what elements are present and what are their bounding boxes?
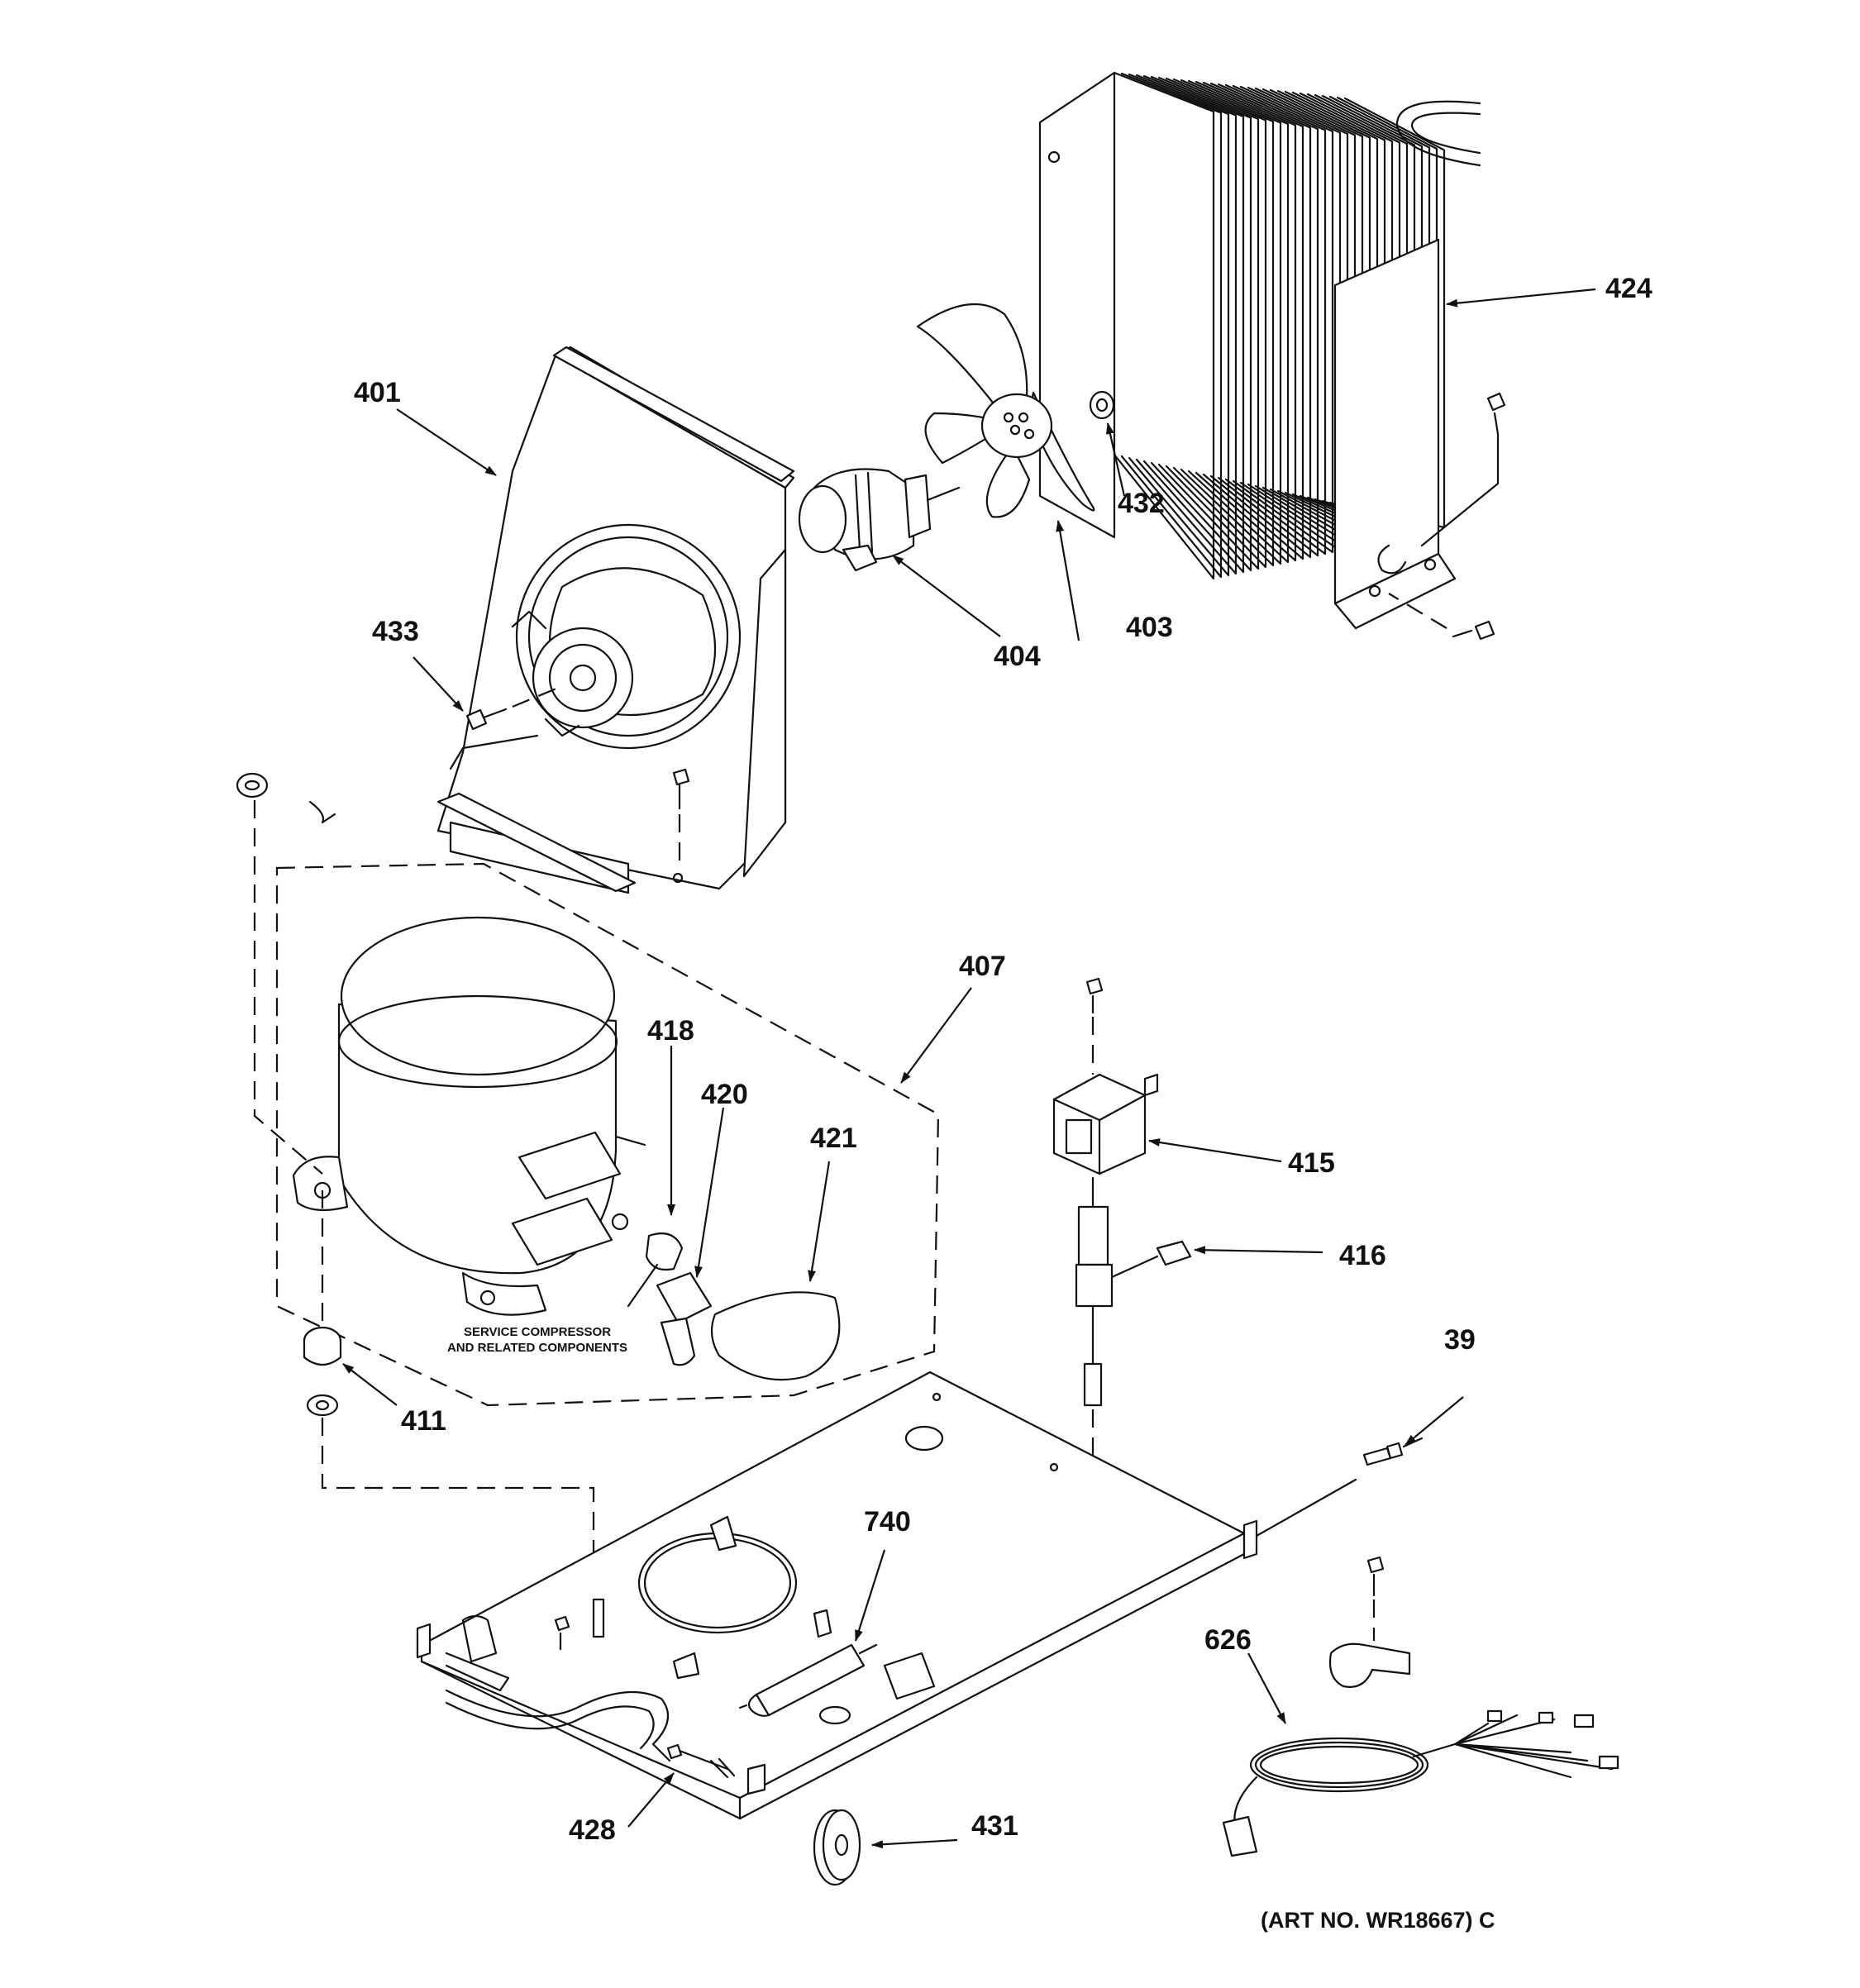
service-compressor-outline: [275, 862, 940, 1407]
callout-433: 433: [372, 616, 419, 647]
screw-valve: [1085, 977, 1104, 1075]
relay-cover-part-421: [710, 1291, 841, 1381]
washer-part-432: [1089, 390, 1115, 420]
service-compressor-note: SERVICE COMPRESSOR AND RELATED COMPONENT…: [426, 1324, 649, 1356]
callout-411: 411: [401, 1405, 446, 1437]
callout-415: 415: [1288, 1147, 1335, 1179]
grommet-part-411: [303, 1326, 342, 1417]
condenser-fin: [1150, 75, 1252, 572]
drier-part-740: [738, 1643, 878, 1717]
condenser-fin: [1209, 82, 1312, 559]
condenser-fin: [1202, 81, 1304, 560]
condenser-fin: [1157, 76, 1260, 570]
callout-403: 403: [1126, 612, 1173, 643]
condenser-fin: [1165, 77, 1267, 569]
callout-39: 39: [1444, 1324, 1476, 1356]
callout-431: 431: [971, 1810, 1018, 1842]
callout-407: 407: [959, 951, 1006, 982]
callout-418: 418: [647, 1015, 694, 1046]
base-pan: [416, 1371, 1258, 1820]
callout-626: 626: [1204, 1624, 1252, 1656]
condenser-fin: [1195, 80, 1297, 562]
condenser-fin: [1232, 84, 1334, 554]
solenoid-part-415: [1052, 1073, 1159, 1175]
wheel-part-431: [813, 1809, 861, 1886]
cord-clamp: [1328, 1556, 1411, 1688]
mount-line-left: [253, 800, 323, 1175]
condenser-fin: [1120, 72, 1223, 579]
callout-416: 416: [1339, 1240, 1386, 1271]
fan-motor-part-404: [798, 468, 961, 572]
condenser-fin: [1128, 73, 1230, 577]
screw-condenser-top: [1420, 392, 1506, 547]
condenser-fin: [1187, 79, 1290, 564]
screw-433: [465, 684, 563, 731]
condenser-fin: [1113, 71, 1215, 580]
callout-428: 428: [569, 1814, 616, 1846]
leveling-leg-part-428: [666, 1743, 766, 1795]
screw-part-39: [1255, 1437, 1424, 1537]
leader-lines: [342, 288, 1596, 1849]
art-number: (ART NO. WR18667) C: [1261, 1908, 1495, 1933]
callout-740: 740: [864, 1506, 911, 1537]
screw-condenser-bottom: [1388, 593, 1495, 641]
callout-432: 432: [1118, 488, 1165, 519]
mount-line-bottom: [321, 1418, 595, 1595]
shroud-bottom-strip: [436, 792, 637, 893]
callout-401: 401: [354, 377, 401, 408]
base-cable: [445, 1689, 671, 1762]
condenser-fin: [1135, 74, 1238, 575]
relay-part-420: [656, 1271, 713, 1366]
valve-body: [909, 1176, 1114, 1621]
callout-420: 420: [701, 1079, 748, 1110]
fan-blade-part-403: [916, 303, 1095, 518]
condenser-fin: [1217, 83, 1319, 557]
compressor: [292, 916, 646, 1316]
condenser-fin: [1172, 78, 1275, 567]
callout-421: 421: [810, 1123, 857, 1154]
note-line-1: SERVICE COMPRESSOR: [463, 1325, 612, 1339]
condenser-fin: [1224, 83, 1327, 555]
note-line-2: AND RELATED COMPONENTS: [446, 1341, 628, 1355]
callout-424: 424: [1605, 273, 1653, 304]
overload-part-418: [627, 1232, 684, 1308]
condenser-fin: [1142, 74, 1245, 574]
shroud-top-strip: [552, 346, 795, 483]
callout-404: 404: [994, 641, 1041, 672]
condenser-fin: [1180, 79, 1282, 565]
thermistor-part-416: [1110, 1240, 1192, 1279]
clip: [308, 800, 336, 824]
top-washer: [236, 772, 269, 799]
condenser-part-424: [1038, 71, 1481, 630]
power-cord-part-626: [1222, 1709, 1619, 1857]
screw-shroud-bottom: [672, 768, 690, 868]
